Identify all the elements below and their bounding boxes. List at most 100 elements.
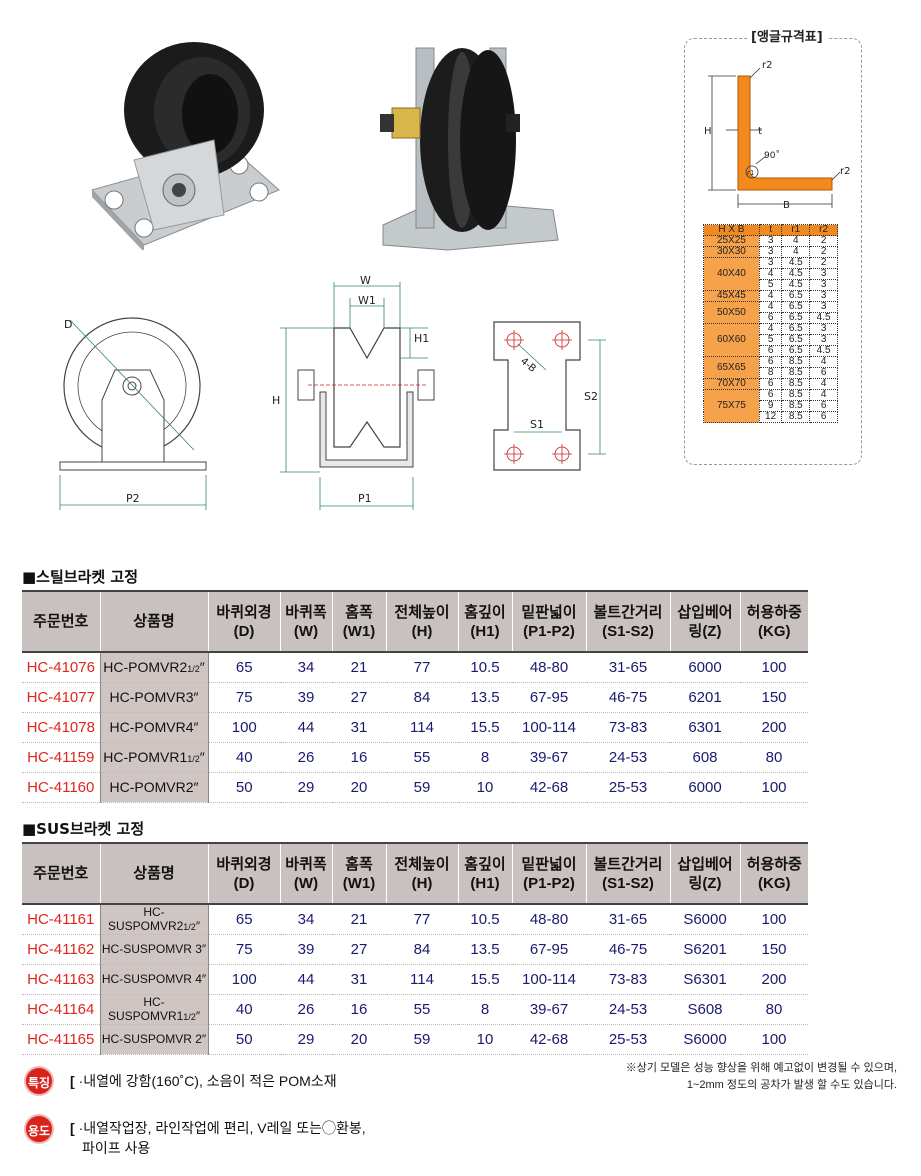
spec-t-cell: 12 xyxy=(758,411,783,423)
p-cell: 42-68 xyxy=(512,1024,586,1055)
drawing-p2-label: P2 xyxy=(126,492,140,505)
h1-cell: 13.5 xyxy=(458,934,512,965)
h-cell: 55 xyxy=(386,742,458,773)
product-name: HC-POMVR1 xyxy=(103,749,188,765)
order-code-cell: HC-41077 xyxy=(22,682,101,713)
spec-t-cell: 4 xyxy=(758,268,783,280)
steel-header-line: (S1-S2) xyxy=(602,622,654,640)
h-cell: 55 xyxy=(386,994,458,1025)
product-name: HC-POMVR3 xyxy=(109,689,194,705)
drawing-w-label: W xyxy=(360,274,371,287)
spec-t-cell: 4 xyxy=(758,290,783,302)
steel-header-line: 밑판넓이 xyxy=(521,603,577,621)
sus-header-line: (H) xyxy=(411,874,433,892)
steel-header-cell: 바퀴외경(D) xyxy=(207,590,280,653)
h-cell: 59 xyxy=(386,772,458,803)
steel-header-line: 바퀴폭 xyxy=(285,603,327,621)
sus-header-line: 링(Z) xyxy=(688,874,722,892)
z-cell: S6000 xyxy=(670,904,740,935)
w-cell: 44 xyxy=(280,712,332,743)
w1-cell: 27 xyxy=(332,934,386,965)
spec-hb-cell: 65X65 xyxy=(703,356,760,379)
kg-cell: 200 xyxy=(740,712,808,743)
spec-r1-cell: 8.5 xyxy=(781,389,811,401)
steel-header-cell: 볼트간거리(S1-S2) xyxy=(585,590,670,653)
z-cell: 6000 xyxy=(670,652,740,683)
w1-cell: 21 xyxy=(332,652,386,683)
steel-header-line: (D) xyxy=(233,622,255,640)
sus-header-cell: 홈폭(W1) xyxy=(331,842,386,905)
s-cell: 31-65 xyxy=(586,652,670,683)
product-name: HC-SUSPOMVR 3 xyxy=(101,942,202,956)
product-name-unit: ″ xyxy=(193,779,199,795)
w-cell: 26 xyxy=(280,994,332,1025)
product-name-unit: ″ xyxy=(201,942,207,956)
drawing-d-label: D xyxy=(64,318,72,331)
spec-r2-bottom-label: r2 xyxy=(840,166,850,177)
spec-hb-cell: 30X30 xyxy=(703,246,760,258)
spec-r2-cell: 3 xyxy=(809,323,838,335)
steel-header-line: (H) xyxy=(411,622,433,640)
w-cell: 39 xyxy=(280,682,332,713)
product-name-cell: HC-SUSPOMVR 2″ xyxy=(100,1024,209,1055)
spec-r1-cell: 8.5 xyxy=(781,378,811,390)
angle-profile-diagram: r2 t H 90˚ r1 r2 B xyxy=(704,60,850,211)
spec-r2-cell: 3 xyxy=(809,290,838,302)
w1-cell: 16 xyxy=(332,994,386,1025)
steel-header-cell: 상품명 xyxy=(99,590,208,653)
w-cell: 39 xyxy=(280,934,332,965)
steel-header-line: (W) xyxy=(293,622,319,640)
drawing-s1-label: S1 xyxy=(530,418,544,431)
h-cell: 114 xyxy=(386,712,458,743)
h1-cell: 10.5 xyxy=(458,904,512,935)
product-name: HC-SUSPOMVR2 xyxy=(107,905,184,934)
steel-header-line: (KG) xyxy=(758,622,791,640)
d-cell: 75 xyxy=(208,934,280,965)
kg-cell: 150 xyxy=(740,682,808,713)
steel-header-cell: 바퀴폭(W) xyxy=(279,590,332,653)
sus-section-title: ■SUS브라켓 고정 xyxy=(22,820,145,838)
spec-t-cell: 3 xyxy=(758,235,783,247)
d-cell: 75 xyxy=(208,682,280,713)
d-cell: 40 xyxy=(208,994,280,1025)
spec-t-cell: 4 xyxy=(758,301,783,313)
w-cell: 34 xyxy=(280,652,332,683)
w1-cell: 20 xyxy=(332,1024,386,1055)
order-code-cell: HC-41159 xyxy=(22,742,101,773)
spec-r1-label: r1 xyxy=(747,169,754,177)
product-name-fraction: 1/2 xyxy=(183,1012,196,1022)
product-name-unit: ″ xyxy=(201,1032,207,1046)
sus-header-line: (W) xyxy=(293,874,319,892)
sus-header-line: 전체높이 xyxy=(394,855,450,873)
spec-r2-cell: 4.5 xyxy=(809,312,838,324)
w1-cell: 31 xyxy=(332,712,386,743)
order-code-cell: HC-41163 xyxy=(22,964,101,995)
spec-t-cell: 6 xyxy=(758,312,783,324)
product-name-cell: HC-SUSPOMVR 3″ xyxy=(100,934,209,965)
z-cell: S6301 xyxy=(670,964,740,995)
drawing-w1-label: W1 xyxy=(358,294,376,307)
d-cell: 65 xyxy=(208,904,280,935)
h1-cell: 10.5 xyxy=(458,652,512,683)
product-name-cell: HC-POMVR21/2″ xyxy=(100,652,209,683)
steel-header-line: 바퀴외경 xyxy=(216,603,272,621)
spec-h-label: H xyxy=(704,126,712,137)
spec-t-cell: 4 xyxy=(758,323,783,335)
spec-hb-cell: 50X50 xyxy=(703,301,760,324)
spec-hb-cell: 45X45 xyxy=(703,290,760,302)
feature-text: [ ·내열에 강함(160˚C), 소음이 적은 POM소재 xyxy=(70,1073,337,1089)
product-name-cell: HC-SUSPOMVR11/2″ xyxy=(100,994,209,1025)
p-cell: 39-67 xyxy=(512,994,586,1025)
spec-r1-cell: 8.5 xyxy=(781,411,811,423)
w-cell: 34 xyxy=(280,904,332,935)
drawing-s2-label: S2 xyxy=(584,390,598,403)
spec-hb-cell: 75X75 xyxy=(703,389,760,423)
spec-t-cell: 5 xyxy=(758,279,783,291)
product-name-unit: ″ xyxy=(195,919,201,934)
